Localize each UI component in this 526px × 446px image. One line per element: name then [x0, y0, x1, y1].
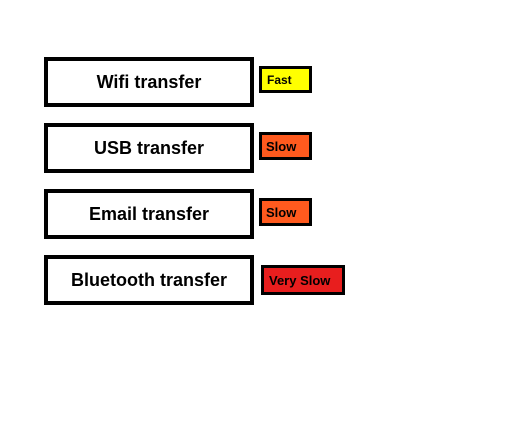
method-label-usb: USB transfer [93, 137, 205, 158]
method-box-usb: USB transfer [44, 123, 254, 173]
speed-badge-bluetooth: Very Slow [261, 265, 345, 295]
method-box-bluetooth: Bluetooth transfer [44, 255, 254, 305]
speed-badge-email: Slow [259, 198, 312, 226]
method-box-wifi: Wifi transfer [44, 57, 254, 107]
method-label-email: Email transfer [88, 203, 210, 224]
speed-badge-usb: Slow [259, 132, 312, 160]
method-box-email: Email transfer [44, 189, 254, 239]
speed-badge-wifi: Fast [259, 66, 312, 93]
method-label-bluetooth: Bluetooth transfer [70, 269, 227, 290]
method-label-wifi: Wifi transfer [96, 71, 202, 92]
